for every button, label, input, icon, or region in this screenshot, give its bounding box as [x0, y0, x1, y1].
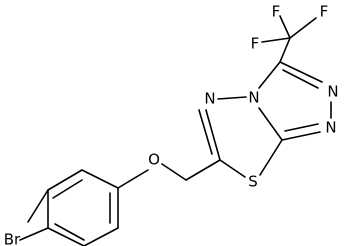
bond-nbridge-c3 [258, 61, 281, 89]
atom-br: Br [4, 231, 21, 246]
bond-s-c7a [259, 139, 283, 176]
atom-f-right: F [320, 3, 329, 21]
atom-f-left: F [251, 35, 260, 53]
bond-c6-s [219, 159, 246, 178]
bond-c6-n [205, 109, 221, 161]
triazole-ring [258, 61, 332, 141]
bond-c3-n-double [282, 69, 319, 89]
bond-o-ch2 [161, 163, 187, 181]
atom-n-triazole-lower: N [325, 119, 336, 137]
bond-c-f-right [279, 15, 291, 39]
atom-s: S [248, 173, 258, 191]
bond-ch2-c6 [185, 159, 221, 181]
bond [81, 169, 119, 189]
bond-c-br [19, 227, 49, 241]
bond-c-f-top [289, 17, 317, 39]
bromophenyl-ring [27, 169, 119, 246]
bond-c3-n [279, 61, 323, 83]
bond [52, 179, 83, 199]
bond-n-c7a [281, 131, 321, 141]
bond [54, 223, 85, 241]
bond-n-n [217, 96, 247, 100]
bond-c3-cf3 [279, 37, 291, 63]
bond [47, 227, 85, 246]
atom-n-thiadiazole: N [204, 90, 215, 108]
bond-c6-n-double [198, 109, 213, 155]
bond [83, 227, 119, 246]
bond-aryl-o [117, 169, 149, 189]
bond [27, 189, 49, 223]
thiadiazole-ring [198, 96, 283, 178]
bond [47, 169, 83, 191]
atom-f-top: F [272, 3, 281, 21]
bond-n-c7a-double [284, 123, 319, 132]
atom-n-triazole-upper: N [327, 83, 338, 101]
bond-c-f-left [261, 37, 291, 43]
bond-nbridge-c7a [258, 107, 283, 141]
trifluoromethyl-group [261, 15, 317, 63]
atom-o-ether: O [148, 151, 160, 169]
atom-n-bridge: N [248, 89, 259, 107]
